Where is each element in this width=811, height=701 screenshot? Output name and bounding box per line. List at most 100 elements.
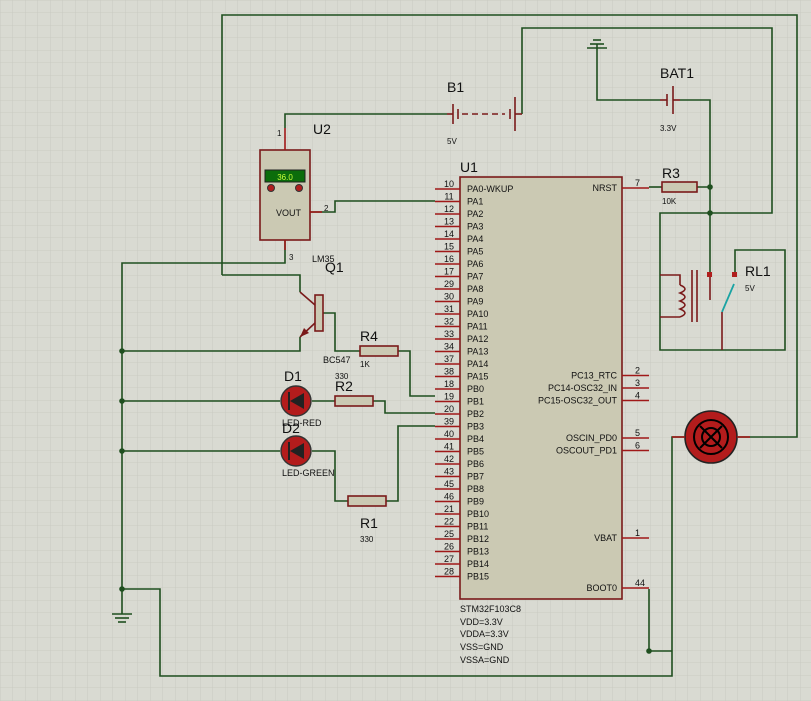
mcu-pin-number: 40 (444, 429, 454, 439)
mcu-pin-name: PA3 (467, 222, 483, 232)
resistor-r1-value: 330 (360, 535, 374, 544)
mcu-pin-number: 32 (444, 317, 454, 327)
resistor-r2-value: 330 (335, 372, 349, 381)
transistor-ref: Q1 (325, 259, 344, 275)
mcu-pin-name: PB1 (467, 397, 484, 407)
mcu-pin-name: PA5 (467, 247, 483, 257)
resistor-r4[interactable]: R4 1K (359, 328, 399, 369)
mcu-pin-number: 44 (635, 578, 645, 588)
ground-symbol-top (587, 39, 607, 49)
resistor-r4-value: 1K (360, 360, 370, 369)
mcu-pin-number: 25 (444, 529, 454, 539)
battery-b1-ref: B1 (447, 79, 464, 95)
mcu-pin-name: PB11 (467, 522, 488, 532)
mcu-pin-number: 22 (444, 517, 454, 527)
relay-rl1[interactable]: RL1 5V (660, 263, 771, 350)
mcu-pin-number: 27 (444, 554, 454, 564)
led-d2-ref: D2 (282, 420, 300, 436)
mcu-pin-name: PA9 (467, 297, 483, 307)
sensor-pin1: 1 (277, 129, 282, 138)
mcu-pin-number: 39 (444, 417, 454, 427)
mcu-right-pins: 7NRST2PC13_RTC3PC14-OSC32_IN4PC15-OSC32_… (538, 178, 649, 593)
mcu-pin-number: 20 (444, 404, 454, 414)
mcu-pin-name: PC13_RTC (571, 371, 617, 381)
transistor-part: BC547 (323, 355, 351, 365)
mcu-pin-name: PA14 (467, 359, 488, 369)
mcu-pin-name: PB3 (467, 422, 484, 432)
resistor-r3-value: 10K (662, 197, 677, 206)
mcu-pin-name: VBAT (594, 533, 617, 543)
mcu-pin-name: PA4 (467, 234, 483, 244)
mcu-pin-name: PB8 (467, 484, 484, 494)
mcu-pin-number: 14 (444, 229, 454, 239)
mcu-pin-number: 12 (444, 204, 454, 214)
led-d1[interactable]: D1 LED-RED (280, 368, 322, 428)
mcu-pin-number: 43 (444, 467, 454, 477)
mcu-pin-number: 6 (635, 441, 640, 451)
mcu-pin-name: PB2 (467, 409, 484, 419)
mcu-pin-number: 18 (444, 379, 454, 389)
resistor-r3-ref: R3 (662, 165, 680, 181)
resistor-r3[interactable]: R3 10K (661, 165, 698, 206)
sensor-pin3: 3 (289, 253, 294, 262)
battery-b1[interactable]: B1 5V (447, 79, 522, 146)
resistor-r4-ref: R4 (360, 328, 378, 344)
led-d1-part: LED-RED (282, 418, 322, 428)
mcu-pin-name: PA1 (467, 197, 483, 207)
resistor-r1-ref: R1 (360, 515, 378, 531)
mcu-ref: U1 (460, 159, 478, 175)
resistor-r1[interactable]: R1 330 (347, 495, 387, 544)
mcu-pin-number: 33 (444, 329, 454, 339)
mcu-pin-number: 31 (444, 304, 454, 314)
mcu-pin-number: 5 (635, 428, 640, 438)
mcu-pin-name: PA15 (467, 372, 488, 382)
mcu-pin-number: 13 (444, 217, 454, 227)
mcu-pin-name: PB10 (467, 509, 489, 519)
led-d1-ref: D1 (284, 368, 302, 384)
mcu-pin-name: PB12 (467, 534, 489, 544)
battery-bat1[interactable]: BAT1 3.3V (660, 65, 694, 133)
mcu-pin-number: 7 (635, 178, 640, 188)
mcu-pin-number: 28 (444, 567, 454, 577)
mcu-pin-name: PA12 (467, 334, 488, 344)
sensor-display: 36.0 (277, 173, 293, 182)
mcu-pin-number: 16 (444, 254, 454, 264)
mcu-pin-number: 21 (444, 504, 454, 514)
mcu-pin-number: 17 (444, 267, 454, 277)
mcu-pin-name: OSCIN_PD0 (566, 433, 617, 443)
mcu-power-vssa: VSSA=GND (460, 655, 510, 665)
mcu-pin-number: 3 (635, 378, 640, 388)
battery-b1-value: 5V (447, 137, 457, 146)
mcu-pin-name: PA10 (467, 309, 488, 319)
relay-value: 5V (745, 284, 755, 293)
mcu-part: STM32F103C8 (460, 604, 521, 614)
mcu-pin-name: PA0-WKUP (467, 184, 513, 194)
mcu-pin-number: 26 (444, 542, 454, 552)
sensor-u2[interactable]: 36.0 VOUT U2 1 2 3 LM35 (259, 121, 335, 264)
led-d2[interactable]: D2 LED-GREEN (280, 420, 335, 478)
mcu-pin-number: 30 (444, 292, 454, 302)
mcu-pin-number: 15 (444, 242, 454, 252)
transistor-q1[interactable]: Q1 BC547 (299, 259, 351, 365)
mcu-pin-name: PA7 (467, 272, 483, 282)
mcu-pin-number: 37 (444, 354, 454, 364)
battery-bat1-value: 3.3V (660, 124, 677, 133)
resistor-r2[interactable]: R2 330 (334, 372, 374, 407)
mcu-pin-name: PA6 (467, 259, 483, 269)
mcu-pin-name: PA2 (467, 209, 483, 219)
mcu-pin-name: PB4 (467, 434, 484, 444)
sensor-pin-vout: VOUT (276, 208, 302, 218)
motor[interactable] (672, 410, 750, 464)
mcu-pin-number: 45 (444, 479, 454, 489)
mcu-pin-name: OSCOUT_PD1 (556, 446, 617, 456)
mcu-pin-name: NRST (593, 183, 618, 193)
mcu-pin-number: 41 (444, 442, 454, 452)
mcu-pin-number: 11 (444, 192, 453, 202)
mcu-pin-number: 1 (635, 528, 640, 538)
mcu-pin-number: 29 (444, 279, 454, 289)
sensor-part: LM35 (312, 254, 335, 264)
mcu-pin-name: BOOT0 (586, 583, 617, 593)
